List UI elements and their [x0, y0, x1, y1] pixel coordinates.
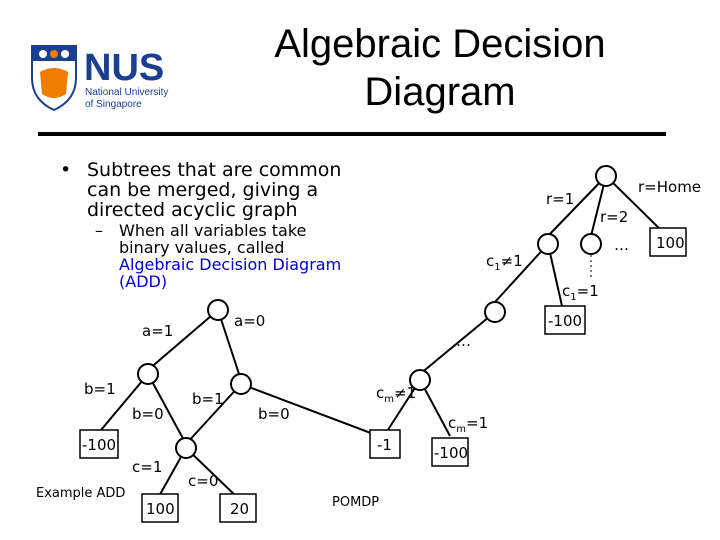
label-r1: r=1: [546, 190, 574, 208]
leaf-neg100-bottom: -100: [434, 444, 468, 462]
leaf-box-20: [219, 493, 257, 523]
label-c1-eq-c: c: [562, 282, 570, 300]
caption-pomdp: POMDP: [332, 495, 379, 510]
leaf-100: 100: [146, 500, 175, 518]
edge-c0: [185, 447, 239, 499]
node-c: [175, 437, 197, 459]
bullet-sub-line-2: binary values, called: [119, 238, 285, 257]
logo-line-2: of Singapore: [85, 99, 142, 110]
edge-r1: [547, 175, 607, 237]
bullet-dot: •: [60, 159, 72, 181]
edge-b0-right: [240, 383, 385, 439]
leaves: [79, 227, 687, 523]
edge-cm-ne: [383, 379, 421, 437]
node-r: [595, 165, 617, 187]
nodes: [137, 165, 617, 459]
logo-wordmark: NUS: [84, 47, 164, 89]
bullet-dash: –: [95, 221, 103, 240]
label-cm-eq-rest: =1: [466, 414, 488, 432]
leaf-neg100-top: -100: [548, 312, 582, 330]
label-r2: r=2: [600, 208, 628, 226]
node-b-right: [230, 373, 252, 395]
add-link-line-2[interactable]: (ADD): [119, 272, 168, 291]
label-cm-ne-sub: m: [384, 394, 394, 405]
caption-example-add: Example ADD: [36, 486, 125, 501]
edge-a0: [217, 309, 242, 381]
bullet-sub-line-1: When all variables take: [119, 221, 307, 240]
dots-mid: …: [456, 332, 471, 350]
leaf-box-100-right: [649, 227, 687, 257]
leaf-neg100: -100: [82, 436, 116, 454]
logo-ring-icon: [50, 50, 58, 58]
logo-lion-icon: [40, 68, 68, 98]
label-r-home: r=Home: [638, 178, 701, 196]
bullet-main-line-3: directed acyclic graph: [87, 199, 298, 221]
leaf-box-neg100: [79, 429, 119, 459]
leaf-box-neg100-top: [544, 305, 586, 335]
label-cm-ne: cm≠1: [376, 384, 416, 405]
edge-to-cm: [419, 311, 496, 375]
title-line-1: Algebraic Decision: [274, 22, 606, 66]
logo-book-icon-2: [61, 50, 69, 58]
title-divider: [38, 132, 666, 136]
slide-title: Algebraic Decision Diagram: [250, 20, 630, 116]
node-c1: [537, 233, 559, 255]
label-c1: c=1: [132, 458, 162, 476]
label-cm-ne-rest: ≠1: [394, 384, 416, 402]
label-c1-ne-rest: ≠1: [501, 252, 523, 270]
add-link-line-1[interactable]: Algebraic Decision Diagram: [119, 255, 342, 274]
edge-b1-mid: [185, 383, 242, 445]
label-c1-ne-sub: 1: [494, 262, 500, 273]
edge-b0-left: [147, 373, 187, 445]
node-r2: [580, 233, 602, 255]
edge-a1: [147, 309, 219, 371]
leaf-20: 20: [230, 500, 249, 518]
label-c1-ne-c: c: [486, 252, 494, 270]
label-b0-right: b=0: [258, 405, 290, 423]
node-a: [207, 299, 229, 321]
label-a1: a=1: [142, 322, 173, 340]
logo-book-icon: [39, 50, 47, 58]
label-b0-left: b=0: [132, 405, 164, 423]
nus-logo: NUS National University of Singapore: [31, 45, 168, 112]
edge-b1-left: [95, 373, 149, 437]
label-cm-eq-sub: m: [456, 424, 466, 435]
label-c1-eq-rest: =1: [577, 282, 599, 300]
label-c1-eq-sub: 1: [570, 292, 576, 303]
label-a0: a=0: [234, 312, 265, 330]
leaf-box-neg100-bottom: [431, 437, 469, 467]
label-b1-mid: b=1: [192, 390, 224, 408]
bullet-main-line-1: Subtrees that are common: [87, 159, 342, 181]
logo-line-1: National University: [85, 87, 168, 98]
label-cm-eq-c: c: [448, 414, 456, 432]
leaf-100-right: 100: [656, 234, 685, 252]
dots-r: …: [614, 236, 629, 254]
label-c0: c=0: [188, 472, 218, 490]
leaf-neg1: -1: [377, 436, 392, 454]
node-b-left: [137, 363, 159, 385]
node-cm: [409, 369, 431, 391]
leaf-box-neg1: [369, 429, 401, 459]
label-c1-eq: c1=1: [562, 282, 599, 303]
label-c1-ne: c1≠1: [486, 252, 523, 273]
label-cm-ne-c: c: [376, 384, 384, 402]
edge-c1-ne: [494, 243, 549, 303]
edges: [95, 175, 668, 499]
node-c1-ne: [484, 301, 506, 323]
bullet-main-line-2: can be merged, giving a: [87, 179, 319, 201]
title-line-2: Diagram: [364, 70, 516, 114]
label-cm-eq: cm=1: [448, 414, 488, 435]
edge-r-home: [605, 175, 668, 237]
label-b1-left: b=1: [84, 380, 116, 398]
leaf-box-100: [141, 493, 179, 523]
